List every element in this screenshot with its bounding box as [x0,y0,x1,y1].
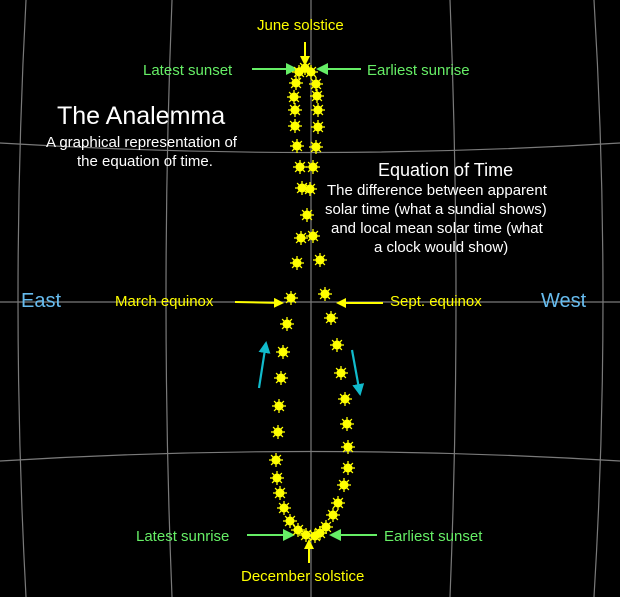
december-solstice-label: December solstice [241,568,365,585]
subtitle-line-2: the equation of time. [77,153,213,170]
sun-icon [331,496,345,510]
grid-line-altitude-upper [0,142,620,154]
sun-icon [294,231,308,245]
sun-icon [293,160,307,174]
equation-of-time-line-3: and local mean solar time (what [331,220,543,237]
sun-icon [310,89,324,103]
sun-icon [309,140,323,154]
sun-icon [283,514,297,528]
sun-icon [341,440,355,454]
east-label: East [21,290,62,312]
sun-icon [295,181,309,195]
sun-icon [313,253,327,267]
page-title: The Analemma [57,102,226,130]
sun-icon [309,77,323,91]
equation-of-time-line-4: a clock would show) [374,239,509,256]
sun-icon [311,120,325,134]
sun-icon [318,287,332,301]
sun-icon [290,256,304,270]
march-equinox-arrow [234,297,284,308]
sept-equinox-label: Sept. equinox [390,293,482,310]
sun-icon [338,392,352,406]
subtitle-line-1: A graphical representation of [46,134,237,151]
latest-sunrise-label: Latest sunrise [136,528,230,545]
sun-icon [304,65,318,79]
earliest-sunrise-label: Earliest sunrise [367,62,470,79]
march-equinox-label: March equinox [115,293,214,310]
sun-icon [326,508,340,522]
sun-icon [287,90,301,104]
equation-of-time-line-1: The difference between apparent [327,182,547,199]
sun-icon [311,103,325,117]
sun-icon [330,338,344,352]
west-label: West [541,290,587,312]
latest-sunset-label: Latest sunset [143,62,233,79]
sun-icon [280,317,294,331]
sun-icon [303,182,317,196]
equation-of-time-line-2: solar time (what a sundial shows) [325,201,547,218]
sun-icon [273,486,287,500]
upward-motion-arrow [257,341,271,389]
sun-icon [284,291,298,305]
sun-icon [290,139,304,153]
june-solstice-label: June solstice [257,17,344,34]
sun-icon [274,371,288,385]
grid-line-altitude-lower [0,450,620,462]
sun-icon [277,501,291,515]
downward-motion-arrow [350,349,365,396]
equation-of-time-heading: Equation of Time [378,160,514,180]
sun-icon [324,311,338,325]
grid-line-meridian-far-left [17,0,27,597]
analemma-sun-dots [269,61,355,543]
sun-icon [292,65,306,79]
sun-icon [270,471,284,485]
grid-line-meridian-right [449,0,457,597]
sun-icon [306,229,320,243]
sun-icon [334,366,348,380]
sun-icon [276,345,290,359]
sun-icon [269,453,283,467]
sun-icon [288,119,302,133]
sun-icon [337,478,351,492]
sun-icon [271,425,285,439]
earliest-sunset-label: Earliest sunset [384,528,483,545]
sun-icon [289,76,303,90]
sun-icon [313,526,327,540]
sun-icon [340,417,354,431]
grid-line-meridian-left [165,0,173,597]
annotation-arrows [234,42,383,563]
sun-icon [291,523,305,537]
grid-line-meridian-far-right [593,0,604,597]
sun-icon [306,160,320,174]
sun-icon [272,399,286,413]
sun-icon [288,103,302,117]
sun-icon [341,461,355,475]
sun-icon [300,208,314,222]
